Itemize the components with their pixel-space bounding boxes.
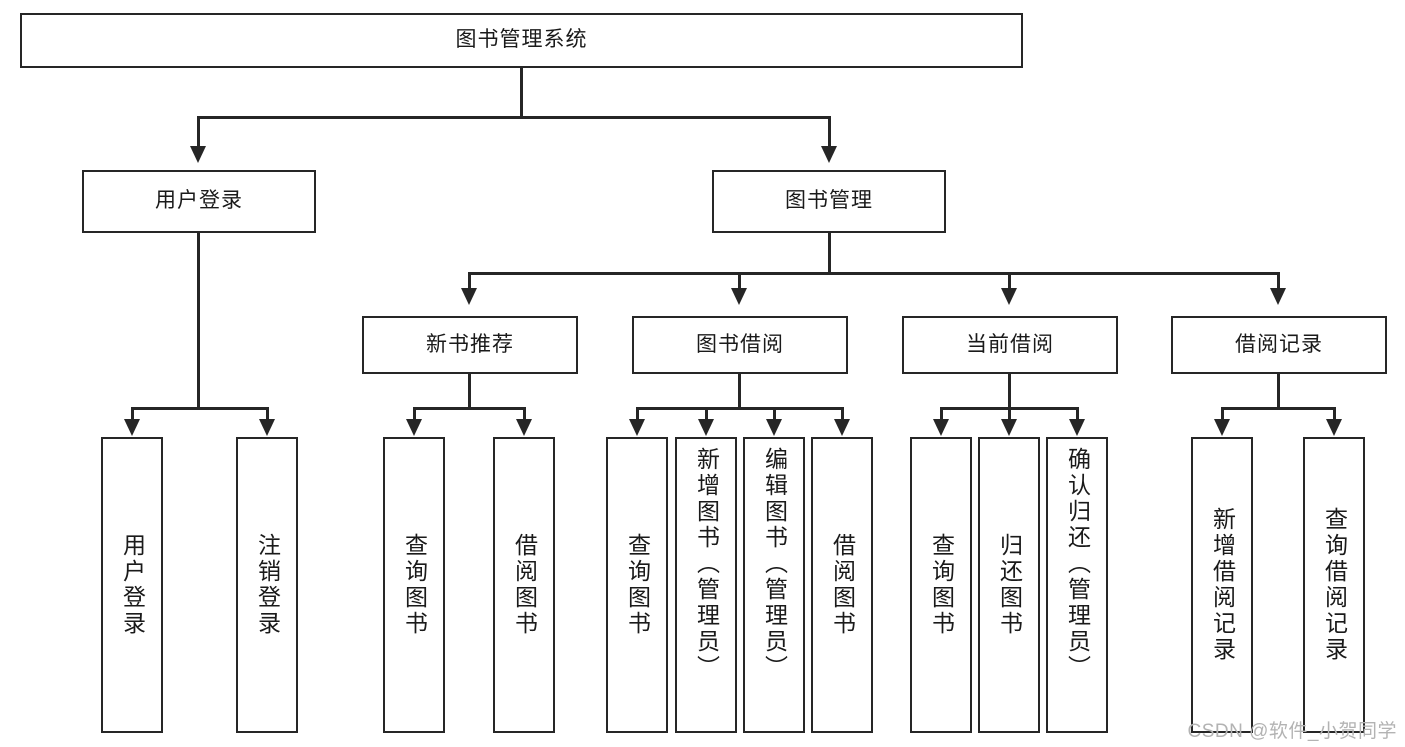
arrow-br-leaf-0: [1214, 419, 1230, 436]
leaf-cb-confirm-return-admin[interactable]: 确认归还（管理员）: [1046, 437, 1108, 733]
node-book-borrow-label: 图书借阅: [696, 332, 784, 356]
connector-user-login-drop-1: [266, 407, 269, 421]
connector-nbr-drop-0: [413, 407, 416, 421]
leaf-cb-confirm-return-admin-label: 确认归还（管理员）: [1064, 447, 1091, 681]
connector-cb-drop-0: [940, 407, 943, 421]
arrow-user-login-leaf-1: [259, 419, 275, 436]
leaf-bb-edit-book-admin-label: 编辑图书（管理员）: [761, 447, 788, 681]
leaf-cb-query-book-label: 查询图书: [928, 533, 955, 637]
connector-level2-drop-3: [1277, 272, 1280, 290]
connector-new-book-recommend-bar: [413, 407, 526, 410]
leaf-bb-add-book-admin[interactable]: 新增图书（管理员）: [675, 437, 737, 733]
leaf-nbr-borrow-book[interactable]: 借阅图书: [493, 437, 555, 733]
connector-borrow-record-bar: [1221, 407, 1336, 410]
leaf-cb-query-book[interactable]: 查询图书: [910, 437, 972, 733]
connector-current-borrow-stem: [1008, 374, 1011, 409]
connector-level1-drop-user-login: [197, 116, 200, 146]
leaf-bb-query-book-label: 查询图书: [624, 533, 651, 637]
leaf-br-query-record-label: 查询借阅记录: [1321, 507, 1348, 663]
leaf-user-login-login-label: 用户登录: [119, 533, 146, 637]
connector-user-login-drop-0: [131, 407, 134, 421]
leaf-br-query-record[interactable]: 查询借阅记录: [1303, 437, 1365, 733]
connector-br-drop-1: [1333, 407, 1336, 421]
arrow-level2-current-borrow: [1001, 288, 1017, 305]
arrow-level1-user-login: [190, 146, 206, 163]
leaf-bb-query-book[interactable]: 查询图书: [606, 437, 668, 733]
connector-level2-bar: [468, 272, 1279, 275]
arrow-level2-borrow-record: [1270, 288, 1286, 305]
connector-bb-drop-2: [773, 407, 776, 421]
connector-level2-drop-2: [1008, 272, 1011, 290]
node-book-management[interactable]: 图书管理: [712, 170, 946, 233]
connector-level1-drop-book-management: [828, 116, 831, 146]
connector-user-login-bar: [131, 407, 266, 410]
leaf-user-login-logout-label: 注销登录: [254, 533, 281, 637]
connector-level1-bar: [197, 116, 831, 119]
connector-level2-drop-1: [738, 272, 741, 290]
connector-root-stem: [520, 68, 523, 118]
connector-user-login-stem: [197, 233, 200, 409]
arrow-level2-new-book-recommend: [461, 288, 477, 305]
arrow-nbr-leaf-0: [406, 419, 422, 436]
leaf-br-add-record-label: 新增借阅记录: [1209, 507, 1236, 663]
node-root-label: 图书管理系统: [455, 28, 588, 52]
arrow-bb-leaf-2: [766, 419, 782, 436]
node-root-book-management-system[interactable]: 图书管理系统: [20, 13, 1023, 68]
leaf-bb-edit-book-admin[interactable]: 编辑图书（管理员）: [743, 437, 805, 733]
connector-cb-drop-2: [1076, 407, 1079, 421]
node-book-borrow[interactable]: 图书借阅: [632, 316, 848, 374]
arrow-br-leaf-1: [1326, 419, 1342, 436]
node-current-borrow[interactable]: 当前借阅: [902, 316, 1118, 374]
leaf-nbr-query-book-label: 查询图书: [401, 533, 428, 637]
connector-book-borrow-stem: [738, 374, 741, 409]
node-new-book-recommend-label: 新书推荐: [426, 332, 514, 356]
arrow-nbr-leaf-1: [516, 419, 532, 436]
connector-new-book-recommend-stem: [468, 374, 471, 409]
connector-bb-drop-3: [841, 407, 844, 421]
connector-bb-drop-0: [636, 407, 639, 421]
arrow-level2-book-borrow: [731, 288, 747, 305]
leaf-cb-return-book[interactable]: 归还图书: [978, 437, 1040, 733]
arrow-cb-leaf-0: [933, 419, 949, 436]
leaf-user-login-login[interactable]: 用户登录: [101, 437, 163, 733]
node-new-book-recommend[interactable]: 新书推荐: [362, 316, 578, 374]
node-user-login-label: 用户登录: [155, 189, 243, 213]
connector-bb-drop-1: [705, 407, 708, 421]
arrow-cb-leaf-1: [1001, 419, 1017, 436]
connector-borrow-record-stem: [1277, 374, 1280, 409]
arrow-bb-leaf-3: [834, 419, 850, 436]
arrow-user-login-leaf-0: [124, 419, 140, 436]
connector-book-management-stem: [828, 233, 831, 274]
leaf-bb-add-book-admin-label: 新增图书（管理员）: [693, 447, 720, 681]
node-book-management-label: 图书管理: [785, 189, 873, 213]
connector-nbr-drop-1: [523, 407, 526, 421]
arrow-bb-leaf-0: [629, 419, 645, 436]
node-user-login[interactable]: 用户登录: [82, 170, 316, 233]
leaf-user-login-logout[interactable]: 注销登录: [236, 437, 298, 733]
node-borrow-record[interactable]: 借阅记录: [1171, 316, 1387, 374]
node-borrow-record-label: 借阅记录: [1235, 332, 1323, 356]
leaf-bb-borrow-book[interactable]: 借阅图书: [811, 437, 873, 733]
connector-level2-drop-0: [468, 272, 471, 290]
arrow-bb-leaf-1: [698, 419, 714, 436]
connector-br-drop-0: [1221, 407, 1224, 421]
leaf-nbr-borrow-book-label: 借阅图书: [511, 533, 538, 637]
connector-book-borrow-bar: [636, 407, 844, 410]
leaf-br-add-record[interactable]: 新增借阅记录: [1191, 437, 1253, 733]
arrow-level1-book-management: [821, 146, 837, 163]
leaf-cb-return-book-label: 归还图书: [996, 533, 1023, 637]
leaf-nbr-query-book[interactable]: 查询图书: [383, 437, 445, 733]
node-current-borrow-label: 当前借阅: [966, 332, 1054, 356]
arrow-cb-leaf-2: [1069, 419, 1085, 436]
leaf-bb-borrow-book-label: 借阅图书: [829, 533, 856, 637]
connector-cb-drop-1: [1008, 407, 1011, 421]
